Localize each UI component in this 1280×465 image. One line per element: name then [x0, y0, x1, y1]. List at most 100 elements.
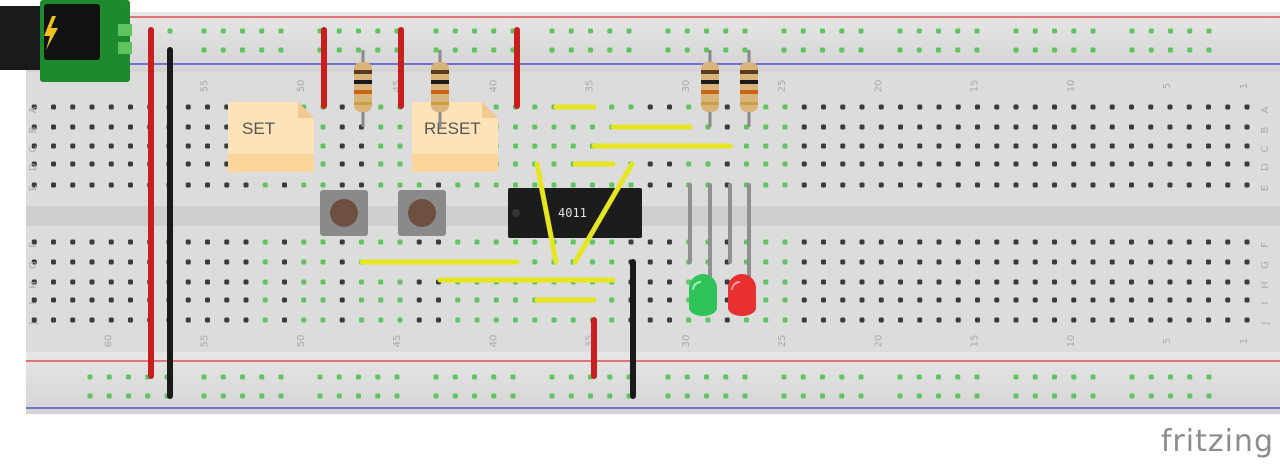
- breadboard-hole: [859, 182, 865, 188]
- rail-hole: [549, 28, 555, 34]
- rail-hole: [1013, 374, 1019, 380]
- reset-note[interactable]: RESET: [412, 102, 498, 172]
- breadboard-hole: [532, 239, 538, 245]
- breadboard-hole: [1052, 279, 1057, 285]
- breadboard-hole: [821, 317, 826, 323]
- rail-hole: [220, 374, 226, 380]
- breadboard-hole: [1090, 279, 1096, 285]
- breadboard-hole: [262, 297, 268, 303]
- breadboard-hole: [89, 143, 95, 149]
- breadboard-hole: [551, 161, 557, 167]
- breadboard-hole: [1225, 124, 1231, 130]
- breadboard-hole: [359, 239, 364, 245]
- rail-hole: [684, 393, 690, 399]
- rail-hole: [1129, 393, 1135, 399]
- breadboard-hole: [1109, 161, 1115, 167]
- breadboard-hole: [339, 259, 345, 265]
- breadboard-hole: [1109, 259, 1115, 265]
- breadboard-hole: [282, 317, 287, 323]
- breadboard-hole: [282, 182, 287, 188]
- rail-hole: [955, 28, 961, 34]
- breadboard-hole: [1186, 182, 1192, 188]
- breadboard-hole: [205, 239, 210, 245]
- breadboard-hole: [532, 317, 538, 323]
- breadboard-hole: [1090, 143, 1096, 149]
- rail-hole: [704, 28, 709, 34]
- rail-hole: [472, 28, 477, 34]
- breadboard-hole: [801, 239, 807, 245]
- breadboard-hole: [320, 182, 326, 188]
- breadboard-hole: [320, 161, 326, 167]
- set-note[interactable]: SET: [228, 102, 314, 172]
- breadboard-hole: [51, 104, 56, 110]
- breadboard-hole: [339, 143, 345, 149]
- breadboard-hole: [782, 297, 788, 303]
- row-label: H: [1260, 281, 1271, 289]
- breadboard-hole: [1071, 143, 1077, 149]
- rail-hole: [240, 47, 245, 53]
- breadboard-hole: [378, 124, 384, 130]
- breadboard-hole: [936, 279, 942, 285]
- breadboard-hole: [1032, 239, 1038, 245]
- rail-hole: [1129, 47, 1135, 53]
- breadboard-hole: [628, 239, 634, 245]
- breadboard-hole: [31, 279, 37, 285]
- set-pushbutton[interactable]: [320, 190, 368, 236]
- breadboard-hole: [1109, 104, 1115, 110]
- red-led: [728, 274, 756, 316]
- rail-hole: [955, 47, 961, 53]
- breadboard-hole: [455, 317, 461, 323]
- rail-hole: [704, 47, 709, 53]
- breadboard-hole: [763, 161, 769, 167]
- column-number: 50: [296, 80, 307, 93]
- breadboard-hole: [878, 297, 884, 303]
- rail-hole: [491, 28, 497, 34]
- breadboard-hole: [455, 239, 461, 245]
- breadboard-hole: [339, 279, 345, 285]
- rail-hole: [1013, 47, 1019, 53]
- breadboard-hole: [301, 259, 307, 265]
- breadboard-hole: [878, 259, 884, 265]
- rail-hole: [433, 374, 439, 380]
- breadboard-hole: [647, 182, 653, 188]
- column-number: 55: [200, 335, 211, 348]
- breadboard-hole: [474, 182, 480, 188]
- rail-hole: [607, 47, 613, 53]
- column-number: 5: [1162, 338, 1173, 344]
- rail-hole: [742, 393, 748, 399]
- breadboard-hole: [975, 182, 980, 188]
- breadboard-hole: [1148, 182, 1154, 188]
- breadboard-hole: [70, 297, 76, 303]
- breadboard-hole: [70, 161, 76, 167]
- breadboard-hole: [474, 239, 480, 245]
- breadboard-hole: [31, 161, 37, 167]
- rail-hole: [259, 374, 265, 380]
- breadboard-hole: [1052, 143, 1057, 149]
- breadboard-hole: [70, 104, 76, 110]
- breadboard-hole: [686, 161, 692, 167]
- breadboard-hole: [878, 124, 884, 130]
- breadboard-hole: [1071, 124, 1077, 130]
- breadboard-hole: [975, 279, 980, 285]
- breadboard-hole: [301, 182, 307, 188]
- breadboard-hole: [31, 297, 37, 303]
- column-number: 10: [1066, 80, 1077, 93]
- breadboard-hole: [320, 143, 326, 149]
- breadboard-hole: [917, 317, 923, 323]
- breadboard-hole: [397, 317, 403, 323]
- rail-hole: [394, 374, 400, 380]
- breadboard-hole: [1244, 143, 1250, 149]
- breadboard-hole: [840, 297, 846, 303]
- breadboard-hole: [821, 104, 826, 110]
- breadboard-hole: [1225, 259, 1231, 265]
- reset-pushbutton[interactable]: [398, 190, 446, 236]
- breadboard-hole: [378, 279, 384, 285]
- rail-hole: [356, 374, 361, 380]
- breadboard-hole: [1225, 297, 1231, 303]
- breadboard-hole: [859, 239, 865, 245]
- rail-hole: [106, 393, 112, 399]
- breadboard-hole: [609, 239, 615, 245]
- top-power-rail: [26, 12, 1280, 72]
- breadboard-hole: [1032, 279, 1038, 285]
- rail-hole: [201, 374, 207, 380]
